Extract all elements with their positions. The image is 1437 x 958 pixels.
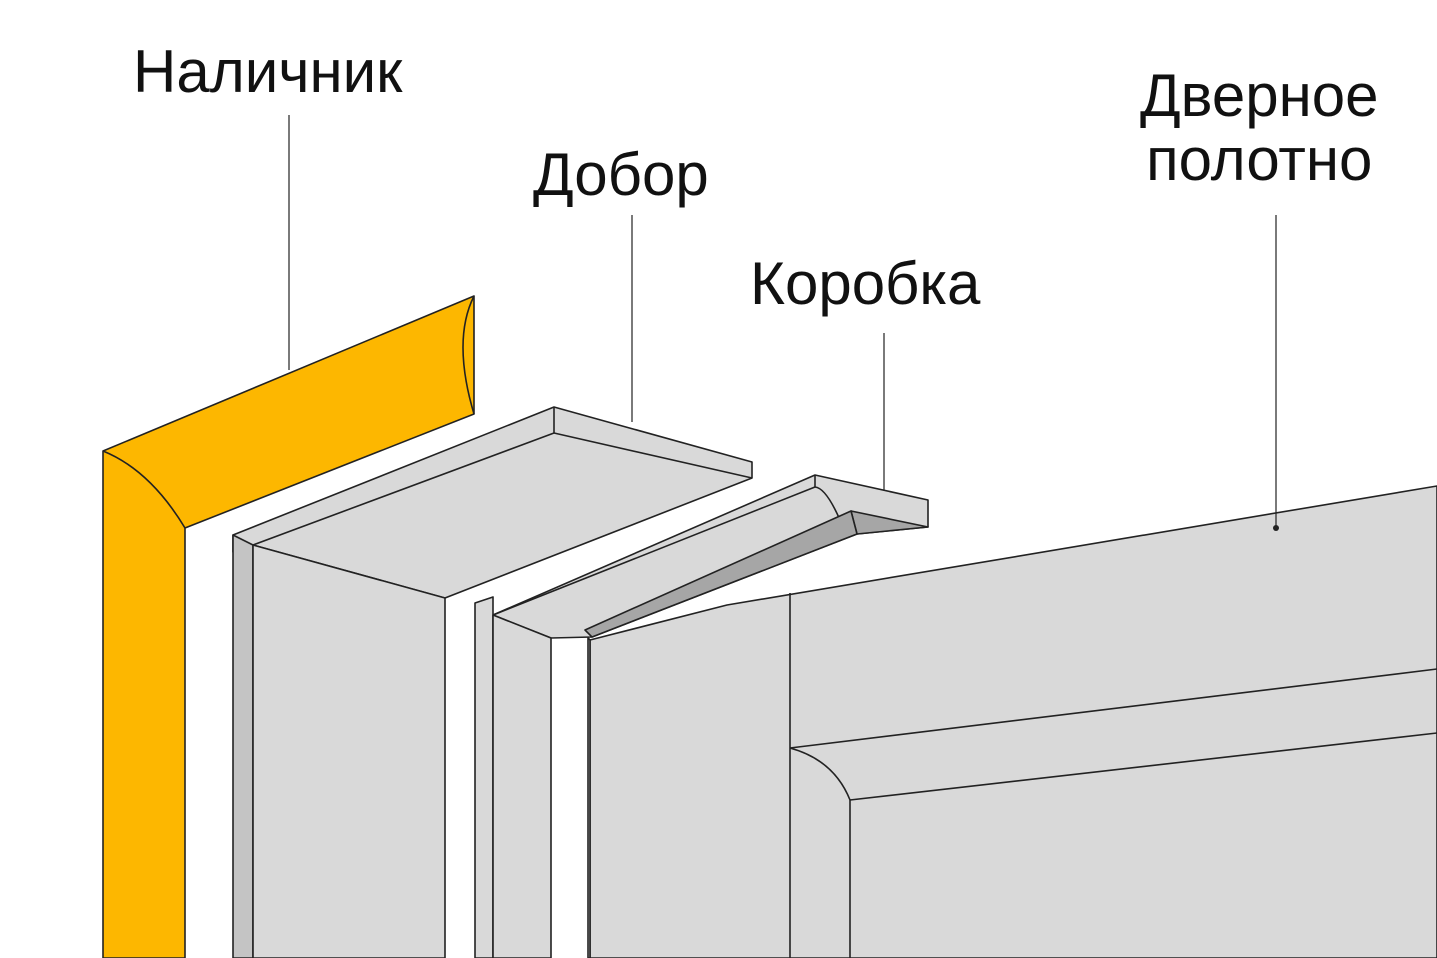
leader-lines — [288, 115, 1277, 528]
label-door-frame: Коробка — [750, 250, 981, 317]
label-door-leaf: Дверное полотно — [1140, 62, 1379, 193]
label-casing: Наличник — [133, 38, 403, 105]
label-extension-board: Добор — [533, 141, 709, 208]
leader-polotno-dot — [1273, 525, 1279, 531]
extension-board-part — [232, 406, 753, 958]
casing-part[interactable] — [102, 295, 475, 958]
door-frame-part — [474, 474, 929, 958]
